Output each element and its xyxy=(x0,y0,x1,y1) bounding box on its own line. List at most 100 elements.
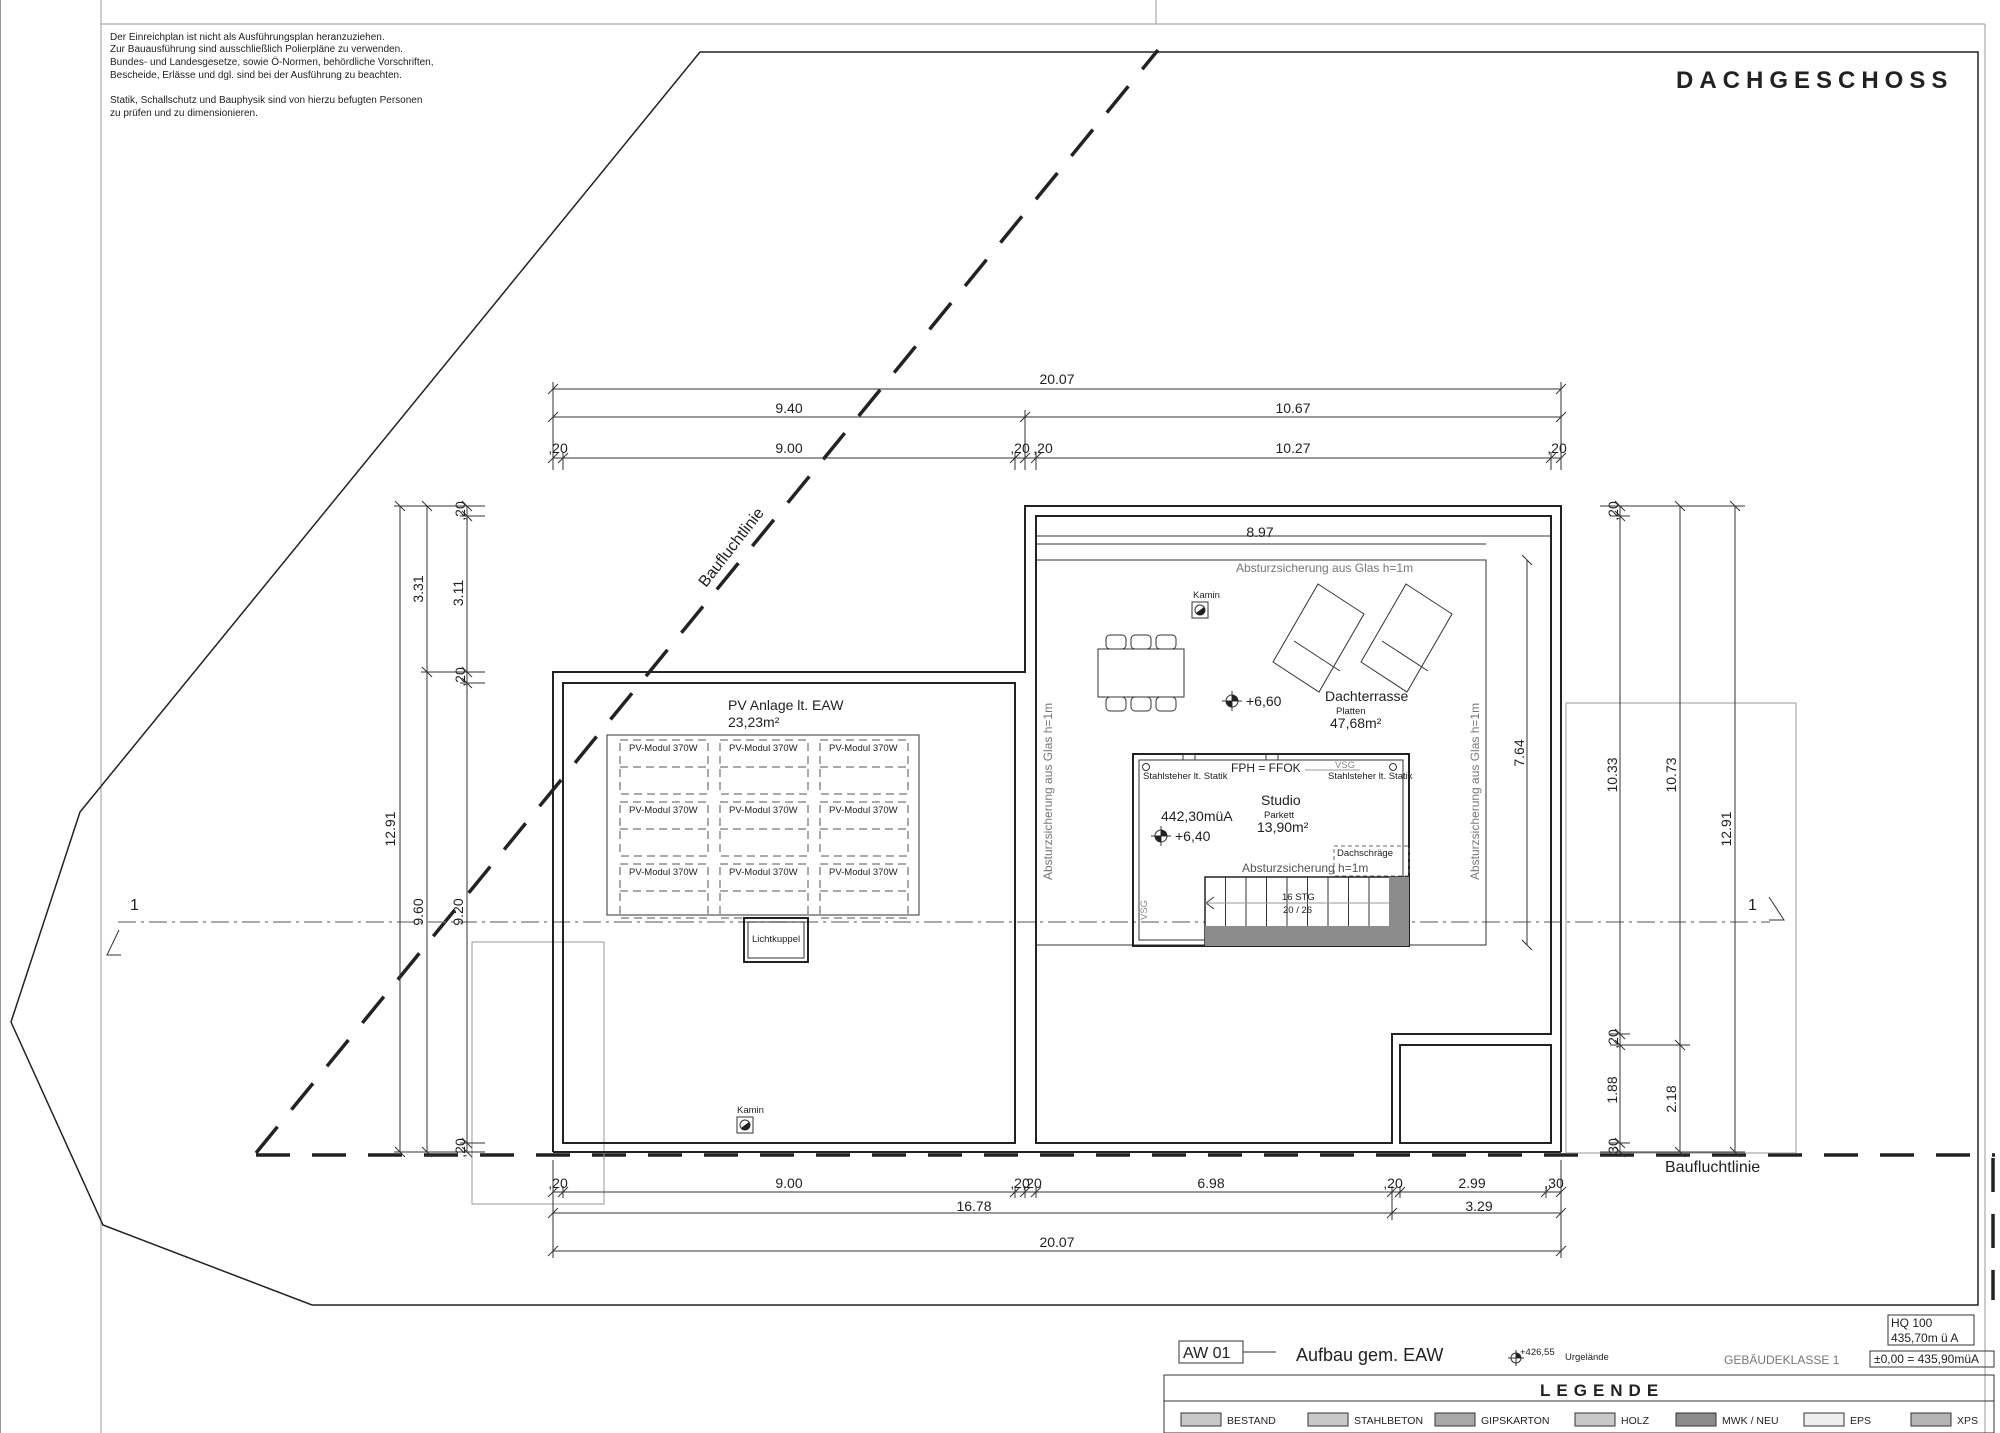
dim-left-upper-inner: 3.11 xyxy=(450,580,466,606)
studio-name: Studio xyxy=(1261,792,1301,808)
sheet-title: DACHGESCHOSS xyxy=(1676,67,1953,94)
dim-left-bottom-wall: ,20 xyxy=(452,1138,468,1158)
terrace-area: 47,68m² xyxy=(1330,715,1382,731)
dim-right-notch-outer: 2.18 xyxy=(1663,1085,1679,1112)
sheet-notes: Der Einreichplan ist nicht als Ausführun… xyxy=(110,32,436,119)
roof-slope-zone xyxy=(1333,845,1410,877)
dim-bot-sub-total: 16.78 xyxy=(956,1198,991,1214)
studio-area: 13,90m² xyxy=(1257,819,1309,835)
skylight-label: Lichtkuppel xyxy=(752,934,800,945)
pv-module xyxy=(819,863,909,919)
hq-line2: 435,70m ü A xyxy=(1891,1331,1958,1345)
dim-bot-notch-total: 3.29 xyxy=(1465,1198,1492,1214)
dim-right-mid-wall: ,20 xyxy=(1605,1029,1621,1049)
studio-floor: Parkett xyxy=(1264,810,1294,821)
studio: Stahlsteher lt. Statik Stahlsteher lt. S… xyxy=(1132,753,1413,947)
steel-right-label: Stahlsteher lt. Statik xyxy=(1328,771,1413,782)
dimensions-left: ,20 3.31 3.11 ,20 12.91 9.60 9.20 ,20 xyxy=(382,500,485,1158)
legend-label: XPS xyxy=(1957,1415,1978,1427)
pv-module-label: PV-Modul 370W xyxy=(729,867,798,878)
dim-top-r-room: 10.27 xyxy=(1275,440,1310,456)
legend-title: LEGENDE xyxy=(1540,1381,1664,1400)
dim-right-total: 12.91 xyxy=(1718,811,1734,846)
dim-bot-overall: 20.07 xyxy=(1039,1234,1074,1250)
legend-swatch xyxy=(1574,1412,1616,1427)
dim-right-inner: 10.33 xyxy=(1604,757,1620,792)
baufluchtlinie-diagonal xyxy=(254,48,1160,1155)
terrace-floor: Platten xyxy=(1336,706,1366,717)
terrace-name: Dachterrasse xyxy=(1325,688,1408,704)
dim-bot-m-wall-b: ,20 xyxy=(1022,1175,1042,1191)
legend-label: MWK / NEU xyxy=(1722,1415,1779,1427)
legend-swatch xyxy=(1180,1412,1222,1427)
dim-right-top-wall: ,20 xyxy=(1605,501,1621,521)
dim-left-top-wall: ,20 xyxy=(452,501,468,521)
legend: BESTAND STAHLBETON GIPSKARTON HOLZ MWK / NEU… xyxy=(1180,1412,1978,1427)
pv-module-label: PV-Modul 370W xyxy=(629,805,698,816)
dim-top-m-wall-a: ,20 xyxy=(1010,440,1030,456)
dim-bot-l-room: 9.00 xyxy=(775,1175,802,1191)
terrace-width-dim: 8.97 xyxy=(1246,524,1273,540)
chimney-left-label: Kamin xyxy=(737,1105,764,1116)
vsg-label: VSG xyxy=(1335,760,1355,771)
dim-bot-r-wall: ,20 xyxy=(1383,1175,1403,1191)
dim-bot-end-wall: ,30 xyxy=(1544,1175,1564,1191)
legend-label: BESTAND xyxy=(1227,1415,1276,1427)
hq-box xyxy=(1887,1314,1975,1346)
dimensions-right: ,20 7.64 10.33 10.73 12.91 ,20 1.88 2.18… xyxy=(1511,500,1745,1158)
zero-level: ±0,00 = 435,90müA xyxy=(1874,1352,1979,1366)
legend-label: HOLZ xyxy=(1621,1415,1650,1427)
legend-label: STAHLBETON xyxy=(1354,1415,1423,1427)
steel-left-label: Stahlsteher lt. Statik xyxy=(1143,771,1228,782)
dim-left-total: 12.91 xyxy=(382,811,398,846)
pv-area: 23,23m² xyxy=(728,714,780,730)
dim-top-overall: 20.07 xyxy=(1039,371,1074,387)
dim-right-outer: 10.73 xyxy=(1663,757,1679,792)
dimensions-bottom: ,20 9.00 ,20 ,20 6.98 ,20 2.99 ,30 16.78… xyxy=(547,1160,1567,1258)
dim-left-lower: 9.60 xyxy=(410,898,426,925)
studio-absolute-level: 442,30müA xyxy=(1161,808,1233,824)
legend-label: GIPSKARTON xyxy=(1481,1415,1549,1427)
dim-left-mid-wall: ,20 xyxy=(452,667,468,687)
ground-label: Urgelände xyxy=(1565,1352,1609,1363)
studio-level: +6,40 xyxy=(1175,828,1211,844)
zero-level-box xyxy=(1869,1350,1995,1368)
building-class: GEBÄUDEKLASSE 1 xyxy=(1724,1353,1840,1367)
railing-top-label: Absturzsicherung aus Glas h=1m xyxy=(1236,561,1413,575)
sun-loungers xyxy=(1272,583,1453,693)
legend-swatch xyxy=(1675,1412,1717,1427)
railing-left-label: Absturzsicherung aus Glas h=1m xyxy=(1041,703,1055,880)
stair-size: 20 / 26 xyxy=(1283,905,1312,916)
hq-line1: HQ 100 xyxy=(1891,1316,1933,1330)
footer-block: AW 01 Aufbau gem. EAW +426,55 Urgelände … xyxy=(1163,1314,1995,1433)
section-label-left: 1 xyxy=(130,897,139,914)
plot-boundary xyxy=(10,51,1979,1306)
section-label-right: 1 xyxy=(1748,897,1757,914)
dim-top-m-wall-b: ,20 xyxy=(1033,440,1053,456)
stair-count: 16 STG xyxy=(1282,892,1315,903)
skylight: Lichtkuppel xyxy=(743,917,809,963)
pv-module xyxy=(819,739,909,795)
baufluchtlinie-diag-label: Baufluchtlinie xyxy=(696,505,768,591)
pv-title: PV Anlage lt. EAW xyxy=(728,697,844,713)
pv-module xyxy=(719,801,809,857)
dim-top-left-total: 9.40 xyxy=(775,400,802,416)
dim-left-upper: 3.31 xyxy=(410,575,426,602)
roof-slope-label: Dachschräge xyxy=(1337,848,1393,859)
chimney-right-label: Kamin xyxy=(1193,590,1220,601)
dim-top-l-room: 9.00 xyxy=(775,440,802,456)
pv-module xyxy=(719,739,809,795)
legend-swatch xyxy=(1910,1412,1952,1427)
pv-module-label: PV-Modul 370W xyxy=(629,867,698,878)
legend-swatch xyxy=(1803,1412,1845,1427)
legend-swatch xyxy=(1434,1412,1476,1427)
pv-module xyxy=(619,739,709,795)
pv-module-label: PV-Modul 370W xyxy=(829,805,898,816)
terrace-level: +6,60 xyxy=(1246,693,1282,709)
pv-module-label: PV-Modul 370W xyxy=(729,805,798,816)
fph-label: FPH = FFOK xyxy=(1231,761,1301,775)
dim-bot-m-wall-a: ,20 xyxy=(1010,1175,1030,1191)
pv-module xyxy=(619,801,709,857)
